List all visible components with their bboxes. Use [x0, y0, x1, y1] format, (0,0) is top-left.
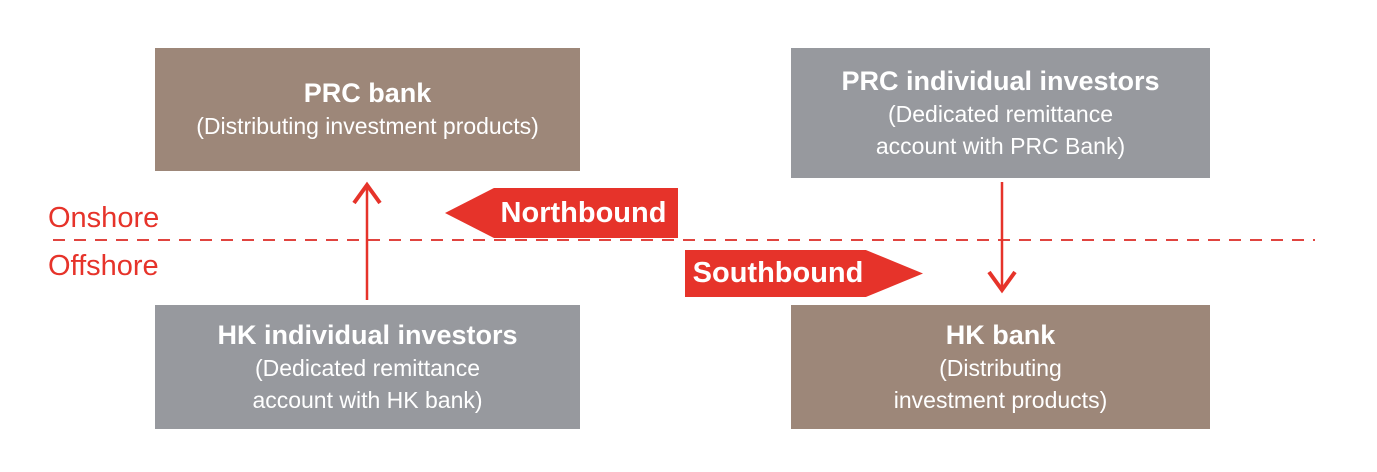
southbound-arrow: Southbound: [685, 250, 923, 297]
onshore-offshore-divider-line: [53, 239, 1315, 241]
hk-investors-title: HK individual investors: [217, 319, 518, 350]
prc-individual-investors-box: PRC individual investors (Dedicated remi…: [791, 48, 1210, 178]
southbound-label: Southbound: [692, 257, 864, 289]
prc-bank-box: PRC bank (Distributing investment produc…: [155, 48, 580, 171]
up-flow-arrow-icon: [352, 181, 382, 300]
prc-bank-title: PRC bank: [303, 78, 432, 109]
down-flow-arrow-icon: [987, 182, 1017, 294]
hk-investors-subtitle: (Dedicated remittance account with HK ba…: [252, 353, 482, 416]
prc-investors-subtitle-line1: (Dedicated remittance: [888, 100, 1113, 127]
prc-bank-subtitle: (Distributing investment products): [196, 111, 539, 143]
prc-investors-subtitle: (Dedicated remittance account with PRC B…: [876, 99, 1125, 162]
hk-bank-subtitle-line2: investment products): [893, 386, 1108, 413]
prc-bank-subtitle-line1: (Distributing investment products): [196, 113, 539, 140]
hk-bank-box: HK bank (Distributing investment product…: [791, 305, 1210, 429]
northbound-label: Northbound: [500, 196, 667, 229]
northbound-arrow: Northbound: [445, 188, 678, 238]
hk-bank-title: HK bank: [945, 319, 1056, 350]
hk-bank-subtitle-line1: (Distributing: [939, 354, 1062, 381]
prc-investors-subtitle-line2: account with PRC Bank): [875, 132, 1126, 159]
hk-bank-subtitle: (Distributing investment products): [894, 353, 1107, 416]
hk-investors-subtitle-line1: (Dedicated remittance: [255, 354, 480, 381]
hk-investors-subtitle-line2: account with HK bank): [252, 386, 483, 413]
onshore-label: Onshore: [48, 202, 160, 234]
hk-individual-investors-box: HK individual investors (Dedicated remit…: [155, 305, 580, 429]
offshore-label: Offshore: [48, 250, 159, 282]
prc-investors-title: PRC individual investors: [841, 65, 1160, 96]
